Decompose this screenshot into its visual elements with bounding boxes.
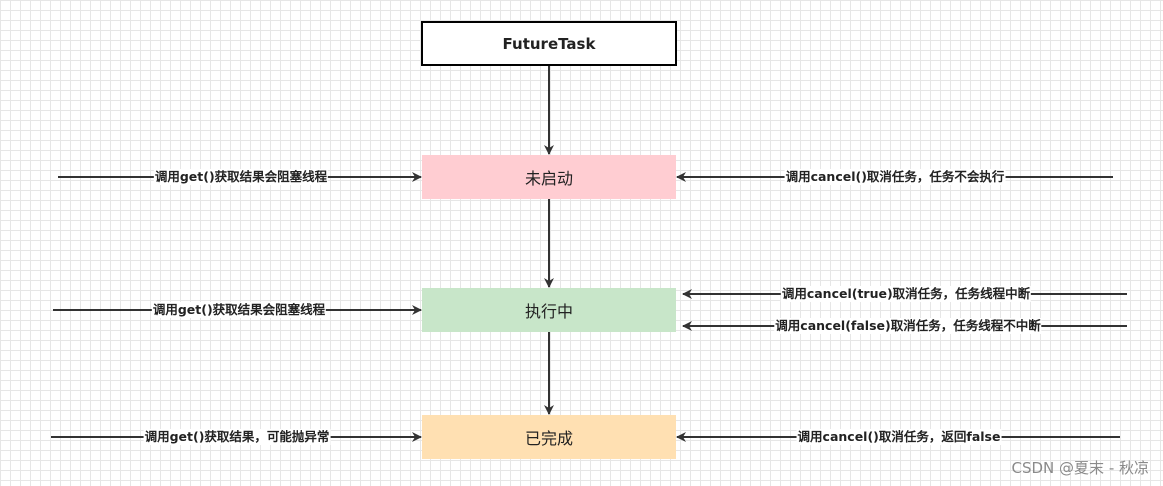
edge-label-cancel-completed: 调用cancel()取消任务，返回false [796,429,1002,445]
watermark: CSDN @夏末 - 秋凉 [1011,459,1149,477]
node-futuretask-label: FutureTask [502,34,596,53]
node-running: 执行中 [422,288,676,332]
node-not-started: 未启动 [422,155,676,199]
edge-label-get-not-started: 调用get()获取结果会阻塞线程 [153,169,329,185]
node-futuretask: FutureTask [421,21,677,66]
node-completed-label: 已完成 [524,429,573,448]
edge-label-cancel-true-running: 调用cancel(true)取消任务，任务线程中断 [780,286,1032,302]
edge-label-get-running: 调用get()获取结果会阻塞线程 [151,302,327,318]
node-not-started-label: 未启动 [524,169,573,188]
edge-label-cancel-not-started: 调用cancel()取消任务，任务不会执行 [784,169,1006,185]
edge-label-get-completed: 调用get()获取结果，可能抛异常 [143,429,331,445]
edge-label-cancel-false-running: 调用cancel(false)取消任务，任务线程不中断 [774,318,1042,334]
node-completed: 已完成 [422,415,676,459]
node-running-label: 执行中 [524,302,573,321]
